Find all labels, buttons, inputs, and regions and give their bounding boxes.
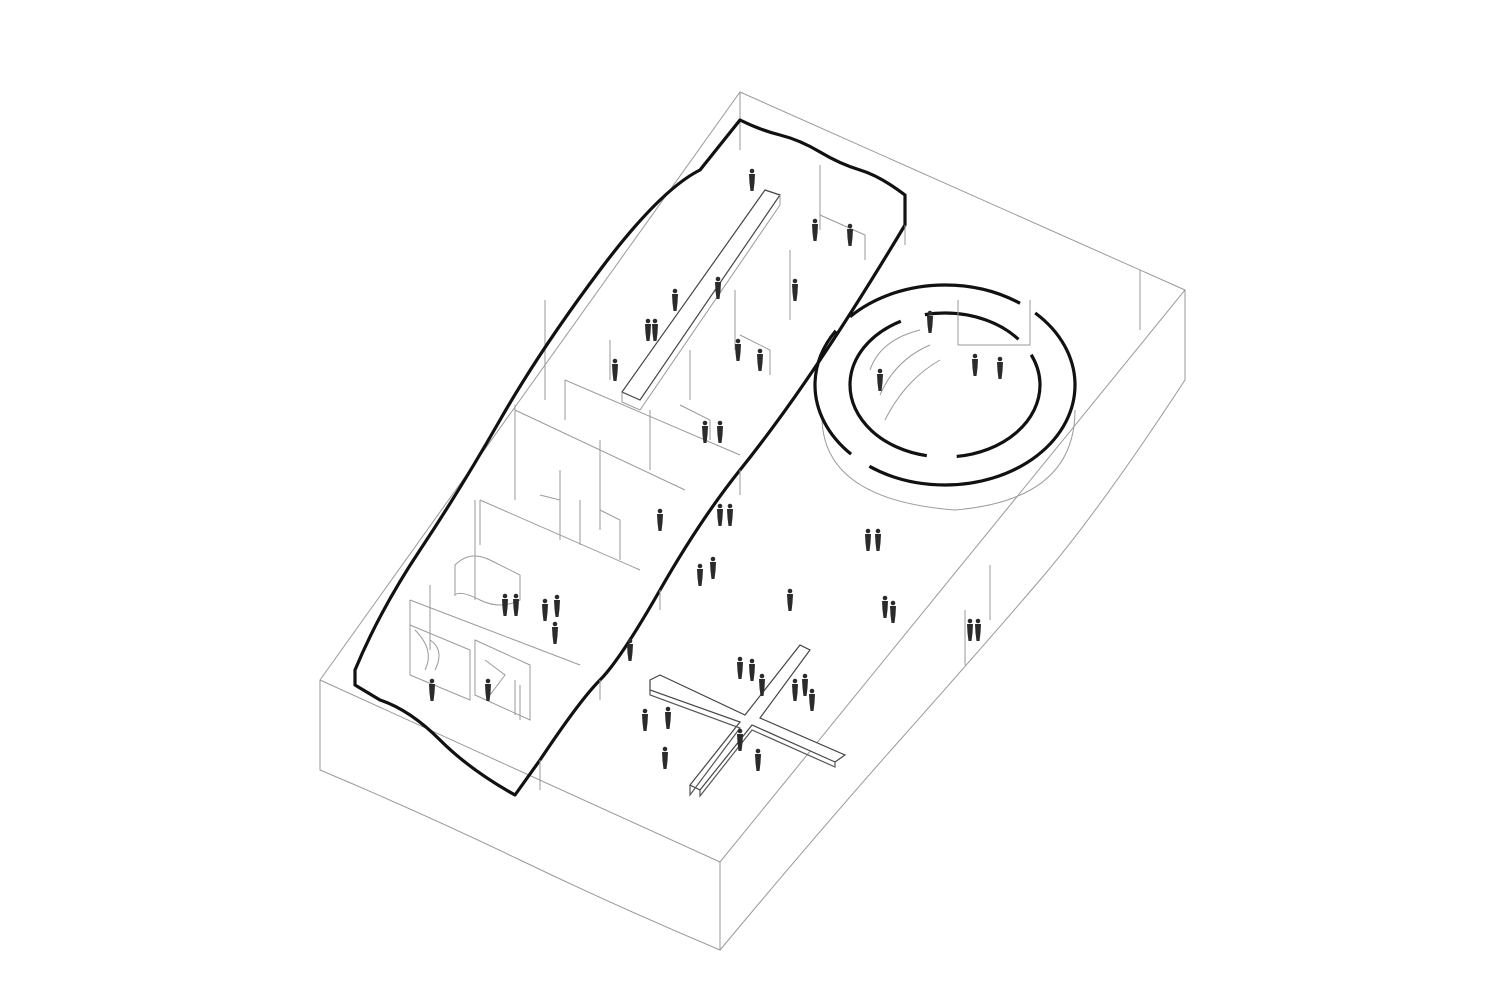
person-figure — [672, 288, 678, 311]
person-figure — [727, 503, 733, 526]
person-figure — [972, 353, 978, 376]
people-figures — [429, 168, 1003, 771]
person-figure — [759, 673, 765, 696]
person-figure — [657, 508, 663, 531]
person-figure — [877, 368, 883, 391]
person-figure — [802, 673, 808, 696]
person-figure — [737, 656, 743, 679]
person-figure — [717, 503, 723, 526]
person-figure — [702, 420, 708, 443]
person-figure — [890, 600, 896, 623]
person-figure — [645, 318, 651, 341]
person-figure — [975, 618, 981, 641]
gallery-building — [353, 118, 907, 797]
person-figure — [787, 588, 793, 611]
person-figure — [865, 528, 871, 551]
person-figure — [757, 348, 763, 371]
person-figure — [697, 563, 703, 586]
circular-pavilion — [813, 283, 1077, 511]
person-figure — [749, 658, 755, 681]
person-figure — [502, 593, 508, 616]
cross-bench — [649, 644, 847, 798]
person-figure — [717, 420, 723, 443]
person-figure — [997, 356, 1003, 379]
person-figure — [927, 310, 933, 333]
person-figure — [627, 638, 633, 661]
person-figure — [882, 595, 888, 618]
person-figure — [735, 338, 741, 361]
person-figure — [554, 594, 560, 617]
person-figure — [792, 278, 798, 301]
person-figure — [429, 678, 435, 701]
site-slab — [319, 91, 1186, 951]
person-figure — [513, 593, 519, 616]
person-figure — [542, 598, 548, 621]
person-figure — [812, 218, 818, 241]
person-figure — [749, 168, 755, 191]
person-figure — [612, 358, 618, 381]
person-figure — [737, 728, 743, 751]
person-figure — [665, 706, 671, 729]
person-figure — [710, 556, 716, 579]
person-figure — [875, 528, 881, 551]
person-figure — [662, 746, 668, 769]
person-figure — [755, 748, 761, 771]
person-figure — [809, 688, 815, 711]
person-figure — [652, 318, 658, 341]
person-figure — [552, 621, 558, 644]
person-figure — [642, 708, 648, 731]
person-figure — [485, 678, 491, 701]
person-figure — [792, 678, 798, 701]
person-figure — [847, 223, 853, 246]
person-figure — [967, 618, 973, 641]
person-figure — [715, 276, 721, 299]
